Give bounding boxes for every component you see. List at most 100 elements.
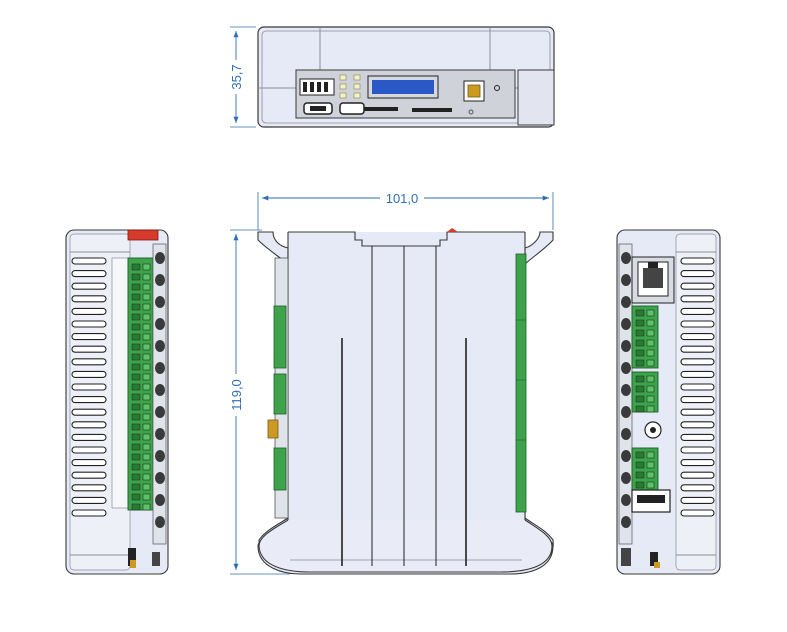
terminal-screw xyxy=(142,343,151,351)
screw-head xyxy=(621,362,631,374)
terminal-screw xyxy=(131,273,141,281)
fin xyxy=(680,509,715,517)
terminal-screw xyxy=(131,413,141,421)
screw-head xyxy=(155,274,165,286)
terminal-screw xyxy=(131,383,141,391)
fin xyxy=(71,421,107,429)
fin xyxy=(680,270,715,278)
terminal-screw xyxy=(646,461,655,469)
terminal-screw xyxy=(646,471,655,479)
terminal-screw xyxy=(131,283,141,291)
screw-head xyxy=(155,296,165,308)
terminal-screw xyxy=(142,333,151,341)
fin xyxy=(71,307,107,315)
terminal-screw xyxy=(142,393,151,401)
fin xyxy=(680,282,715,290)
fin xyxy=(680,408,715,416)
terminal-screw xyxy=(635,405,645,413)
terminal-screw xyxy=(142,313,151,321)
terminal-screw xyxy=(646,451,655,459)
screw-head xyxy=(621,516,631,528)
fin xyxy=(680,370,715,378)
screw-head xyxy=(155,384,165,396)
terminal-screw xyxy=(646,359,655,367)
fin xyxy=(680,496,715,504)
terminal-screw xyxy=(646,375,655,383)
right-terminal-screws xyxy=(635,309,655,489)
terminal-screw xyxy=(142,473,151,481)
fin xyxy=(680,471,715,479)
terminal-screw xyxy=(142,433,151,441)
screw-head xyxy=(155,362,165,374)
terminal-screw xyxy=(142,383,151,391)
terminal-screw xyxy=(142,483,151,491)
terminal-screw xyxy=(142,413,151,421)
terminal-screw xyxy=(131,473,141,481)
terminal-screw xyxy=(142,353,151,361)
terminal-screw xyxy=(646,309,655,317)
terminal-screw xyxy=(142,293,151,301)
terminal-screw xyxy=(131,503,141,511)
terminal-screw xyxy=(635,395,645,403)
screw-head xyxy=(621,406,631,418)
fin xyxy=(680,421,715,429)
screw-head xyxy=(155,494,165,506)
screw-head xyxy=(621,472,631,484)
screw-head xyxy=(621,494,631,506)
screw-head xyxy=(155,472,165,484)
terminal-screw xyxy=(646,395,655,403)
terminal-screw xyxy=(131,463,141,471)
terminal-screw xyxy=(131,373,141,381)
fin xyxy=(71,370,107,378)
terminal-screw xyxy=(635,349,645,357)
fin xyxy=(71,459,107,467)
screw-head xyxy=(155,252,165,264)
fin xyxy=(71,433,107,441)
terminal-screw xyxy=(131,353,141,361)
fin xyxy=(71,257,107,265)
dimension-height-front-label: 119,0 xyxy=(229,379,244,411)
terminal-screw xyxy=(131,363,141,371)
fin xyxy=(680,257,715,265)
terminal-screw xyxy=(142,263,151,271)
terminal-screw xyxy=(142,493,151,501)
dimension-height-top-label: 35,7 xyxy=(229,64,244,89)
terminal-screw xyxy=(131,293,141,301)
fin xyxy=(680,358,715,366)
screw-head xyxy=(155,516,165,528)
terminal-screw xyxy=(635,339,645,347)
terminal-screw xyxy=(635,471,645,479)
terminal-screw xyxy=(131,453,141,461)
terminal-screw xyxy=(646,319,655,327)
terminal-screw xyxy=(646,329,655,337)
terminal-screw xyxy=(142,363,151,371)
screw-head xyxy=(155,406,165,418)
terminal-screw xyxy=(635,481,645,489)
terminal-screw xyxy=(142,453,151,461)
terminal-screw xyxy=(635,309,645,317)
screw-head xyxy=(155,340,165,352)
terminal-screw xyxy=(646,349,655,357)
fin xyxy=(680,484,715,492)
fin xyxy=(71,270,107,278)
terminal-screw xyxy=(635,329,645,337)
terminal-screw xyxy=(131,393,141,401)
terminal-screw xyxy=(142,503,151,511)
fin xyxy=(680,446,715,454)
terminal-screw xyxy=(131,333,141,341)
fin xyxy=(680,295,715,303)
terminal-screw xyxy=(131,423,141,431)
fin xyxy=(71,396,107,404)
fin xyxy=(680,333,715,341)
screw-head xyxy=(621,384,631,396)
terminal-screw xyxy=(142,323,151,331)
left-screw-heads xyxy=(155,252,165,528)
fin xyxy=(680,307,715,315)
left-terminal-screws xyxy=(131,263,151,511)
fin xyxy=(71,509,107,517)
fin xyxy=(680,396,715,404)
terminal-screw xyxy=(142,273,151,281)
fin xyxy=(71,484,107,492)
